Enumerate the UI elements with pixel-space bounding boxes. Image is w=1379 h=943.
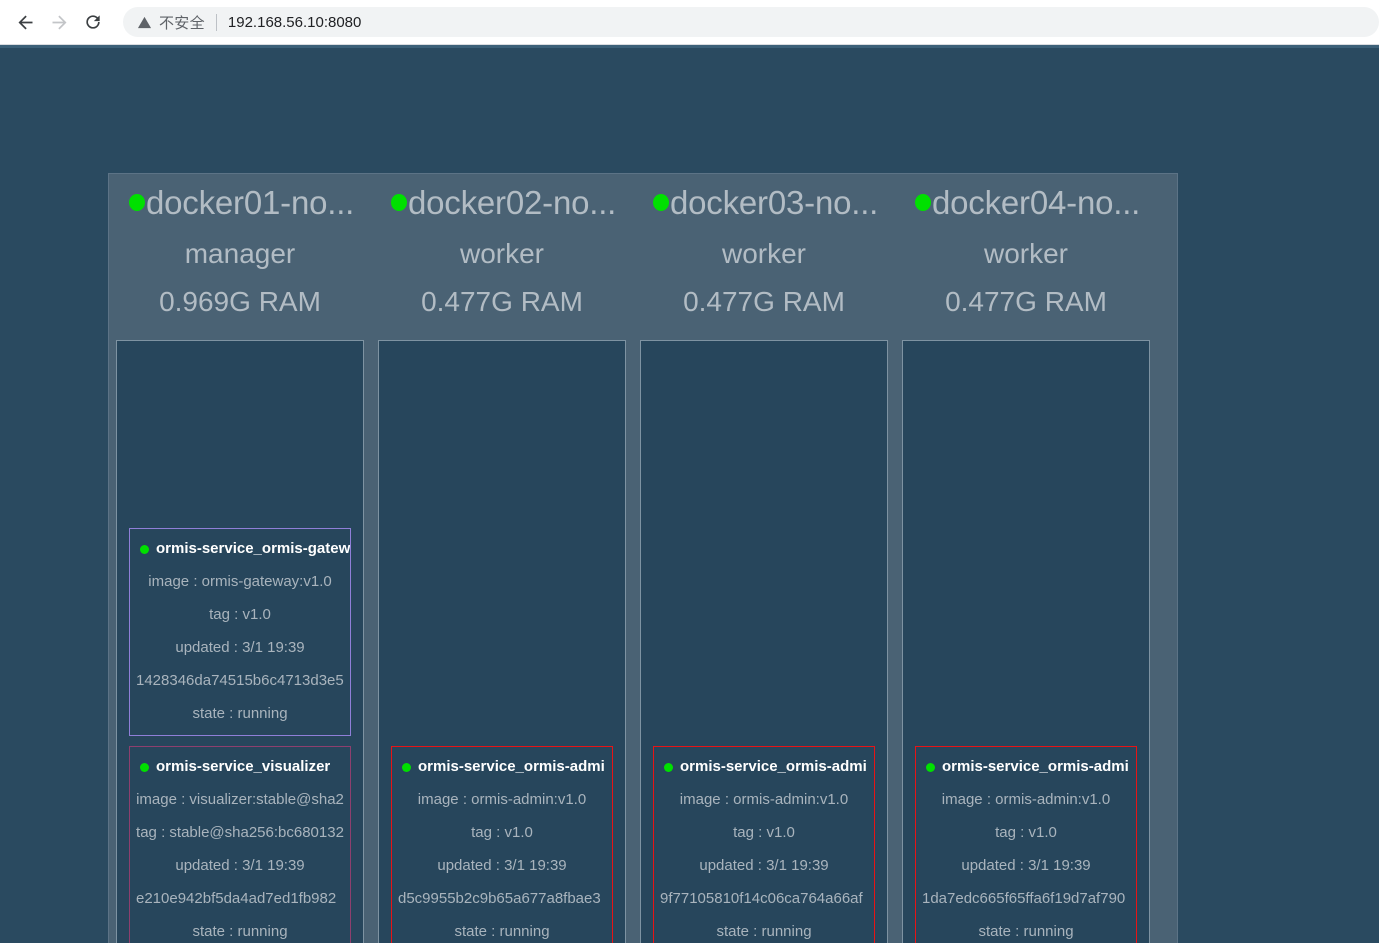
service-card-header: ormis-service_ormis-gatew — [130, 540, 350, 558]
service-status-led-icon — [140, 544, 149, 554]
service-card-header: ormis-service_visualizer — [130, 758, 350, 776]
service-updated: updated : 3/1 19:39 — [699, 857, 829, 874]
browser-toolbar: 不安全 192.168.56.10:8080 — [0, 0, 1379, 45]
service-state: state : running — [192, 705, 288, 722]
node-ram: 0.477G RAM — [945, 286, 1107, 317]
service-state: state : running — [978, 923, 1074, 940]
reload-icon[interactable] — [76, 5, 110, 39]
back-arrow-icon[interactable] — [8, 5, 42, 39]
node-status-led-icon — [653, 193, 669, 211]
address-bar[interactable]: 不安全 192.168.56.10:8080 — [123, 7, 1379, 37]
service-card-header: ormis-service_ormis-admi — [654, 758, 874, 776]
service-image: image : ormis-admin:v1.0 — [417, 791, 587, 808]
node-title: docker03-no... — [633, 174, 895, 230]
service-status-led-icon — [402, 762, 411, 772]
node-role: worker — [459, 238, 544, 269]
service-tag: tag : v1.0 — [209, 606, 271, 623]
service-name: ormis-service_visualizer — [156, 758, 331, 775]
node-status-led-icon — [915, 193, 931, 211]
node-2: docker02-no... worker 0.477G RAM ormis-serv… — [371, 174, 633, 943]
service-updated: updated : 3/1 19:39 — [175, 639, 305, 656]
service-hash: e210e942bf5da4ad7ed1fb982 — [136, 890, 337, 907]
node-ram: 0.477G RAM — [421, 286, 583, 317]
warning-triangle-icon — [137, 15, 152, 30]
node-hostname: docker02-no... — [408, 185, 617, 219]
service-updated: updated : 3/1 19:39 — [175, 857, 305, 874]
service-name: ormis-service_ormis-gatew — [156, 540, 350, 557]
service-tag: tag : v1.0 — [471, 824, 533, 841]
node-hostname: docker04-no... — [932, 185, 1141, 219]
service-status-led-icon — [140, 762, 149, 772]
node-title: docker02-no... — [371, 174, 633, 230]
node-hostname: docker01-no... — [146, 185, 355, 219]
service-hash: d5c9955b2c9b65a677a8fbae3 — [398, 890, 601, 907]
node-hostname: docker03-no... — [670, 185, 879, 219]
service-status-led-icon — [664, 762, 673, 772]
node-role: worker — [721, 238, 806, 269]
page-top-divider — [0, 45, 1379, 48]
service-updated: updated : 3/1 19:39 — [437, 857, 567, 874]
service-image: image : visualizer:stable@sha2 — [136, 791, 344, 808]
service-image: image : ormis-admin:v1.0 — [941, 791, 1111, 808]
node-ram: 0.969G RAM — [159, 286, 321, 317]
service-name: ormis-service_ormis-admi — [942, 758, 1129, 775]
service-image: image : ormis-gateway:v1.0 — [148, 573, 332, 590]
node-1: docker01-no... manager 0.969G RAM ormis-ser… — [109, 174, 371, 943]
service-name: ormis-service_ormis-admi — [418, 758, 605, 775]
service-state: state : running — [454, 923, 550, 940]
service-card-header: ormis-service_ormis-admi — [916, 758, 1136, 776]
service-tag: tag : stable@sha256:bc680132 — [136, 824, 344, 841]
service-status-led-icon — [926, 762, 935, 772]
node-title: docker01-no... — [109, 174, 371, 230]
service-updated: updated : 3/1 19:39 — [961, 857, 1091, 874]
omnibox-divider — [215, 13, 217, 31]
security-status-label: 不安全 — [159, 14, 205, 32]
forward-arrow-icon[interactable] — [42, 5, 76, 39]
service-card-header: ormis-service_ormis-admi — [392, 758, 612, 776]
url-text[interactable]: 192.168.56.10:8080 — [227, 13, 362, 31]
service-image: image : ormis-admin:v1.0 — [679, 791, 849, 808]
service-hash: 1da7edc665f65ffa6f19d7af790 — [922, 890, 1126, 907]
node-title: docker04-no... — [895, 174, 1157, 230]
node-ram: 0.477G RAM — [683, 286, 845, 317]
service-hash: 9f77105810f14c06ca764a66af — [660, 890, 863, 907]
node-role: worker — [983, 238, 1068, 269]
node-status-led-icon — [129, 193, 145, 211]
service-hash: 1428346da74515b6c4713d3e5 — [136, 672, 344, 689]
node-role: manager — [184, 238, 296, 269]
node-4: docker04-no... worker 0.477G RAM ormis-serv… — [895, 174, 1157, 943]
node-3: docker03-no... worker 0.477G RAM ormis-serv… — [633, 174, 895, 943]
swarm-panel: docker01-no... manager 0.969G RAM ormis-ser… — [108, 173, 1178, 943]
service-state: state : running — [192, 923, 288, 940]
service-name: ormis-service_ormis-admi — [680, 758, 867, 775]
node-status-led-icon — [391, 193, 407, 211]
service-tag: tag : v1.0 — [733, 824, 795, 841]
nodes-row: docker01-no... manager 0.969G RAM ormis-ser… — [109, 174, 1177, 943]
service-state: state : running — [716, 923, 812, 940]
visualizer-page: docker01-no... manager 0.969G RAM ormis-ser… — [0, 45, 1379, 943]
service-tag: tag : v1.0 — [995, 824, 1057, 841]
